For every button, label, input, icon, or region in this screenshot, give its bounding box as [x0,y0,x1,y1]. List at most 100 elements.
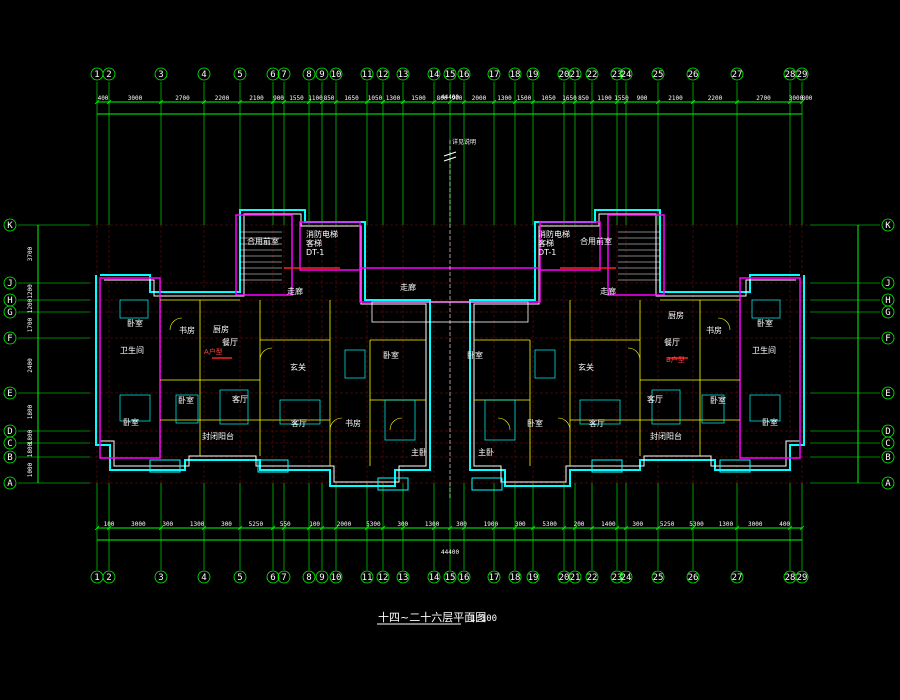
axis-label-top-12: 12 [378,70,389,80]
tick-bottom-12 [400,525,406,531]
axis-bubble-bottom-23 [610,570,624,584]
left-elevator-block [299,221,361,271]
axis-bubble-top-3 [154,67,168,81]
left-door-swing-2 [329,417,343,431]
tick-bottom-0 [94,525,100,531]
tick-top-2 [158,99,164,105]
row-label-left-H: H [7,296,12,306]
axis-label-bottom-5: 5 [237,573,242,583]
axis-label-top-20: 20 [559,70,570,80]
bottom-dim-14: 300 [515,521,526,528]
tick-bottom-18 [530,525,536,531]
row-bubble-right-C [881,436,895,450]
right-furniture-1 [749,394,781,422]
left-door-swing-1 [259,347,273,361]
row-label-right-C: C [885,439,890,449]
tick-bottom-23 [623,525,629,531]
bottom-dim-13: 1900 [484,521,499,528]
row-label-right-J: J [885,279,890,289]
axis-label-top-25: 25 [653,70,664,80]
axis-bubble-top-24 [619,67,633,81]
top-dim-0: 400 [98,95,109,102]
axis-label-top-8: 8 [306,70,311,80]
axis-bubble-bottom-10 [329,570,343,584]
axis-label-top-21: 21 [570,70,581,80]
top-dim-3: 2200 [215,95,230,102]
left-dim-1: 1200 [27,284,34,299]
axis-label-top-19: 19 [528,70,539,80]
left-dim-0: 3700 [27,246,34,261]
axis-bubble-bottom-25 [651,570,665,584]
top-dim-19: 1650 [562,95,577,102]
row-bubble-left-A [3,476,17,490]
left-bedroom-block [99,277,161,459]
row-label-right-G: G [885,308,890,318]
left-furniture-3 [219,389,249,425]
bottom-dim-22: 3000 [748,521,763,528]
axis-bubble-top-25 [651,67,665,81]
tick-bottom-13 [431,525,437,531]
bottom-dim-10: 300 [397,521,408,528]
tick-top-17 [512,99,518,105]
axis-label-bottom-10: 10 [331,573,342,583]
tick-top-6 [281,99,287,105]
balcony-shape-2 [377,477,409,491]
bottom-dim-18: 300 [632,521,643,528]
row-bubble-left-K [3,218,17,232]
row-label-left-B: B [7,453,12,463]
axis-bubble-bottom-3 [154,570,168,584]
bottom-dim-3: 1300 [190,521,205,528]
row-label-left-C: C [7,439,12,449]
axis-bubble-bottom-5 [233,570,247,584]
left-furniture-4 [279,399,321,425]
axis-bubble-top-6 [266,67,280,81]
axis-label-bottom-12: 12 [378,573,389,583]
bottom-dim-16: 200 [574,521,585,528]
axis-label-bottom-8: 8 [306,573,311,583]
tick-top-8 [319,99,325,105]
axis-label-bottom-17: 17 [489,573,500,583]
tick-bottom-20 [572,525,578,531]
balcony-shape-0 [149,459,181,473]
left-furniture-6 [344,349,366,379]
tick-top-24 [655,99,661,105]
axis-bubble-top-5 [233,67,247,81]
axis-label-top-24: 24 [621,70,632,80]
bottom-dim-21: 1300 [719,521,734,528]
axis-bubble-top-10 [329,67,343,81]
axis-label-bottom-14: 14 [429,573,440,583]
tick-top-0 [94,99,100,105]
tick-bottom-2 [158,525,164,531]
axis-bubble-top-15 [443,67,457,81]
top-dim-21: 1100 [597,95,612,102]
top-dim-17: 1500 [517,95,532,102]
tick-bottom-11 [380,525,386,531]
axis-bubble-bottom-19 [526,570,540,584]
bottom-dim-4: 300 [221,521,232,528]
tick-bottom-14 [447,525,453,531]
tick-bottom-26 [734,525,740,531]
tick-top-28 [799,99,805,105]
top-dim-6: 1550 [289,95,304,102]
axis-bubble-top-11 [360,67,374,81]
axis-label-bottom-2: 2 [106,573,111,583]
row-label-left-F: F [7,334,12,344]
axis-bubble-bottom-7 [277,570,291,584]
row-bubble-right-E [881,386,895,400]
axis-label-bottom-16: 16 [459,573,470,583]
axis-bubble-top-4 [197,67,211,81]
tick-top-3 [201,99,207,105]
axis-bubble-bottom-4 [197,570,211,584]
row-bubble-right-G [881,305,895,319]
axis-bubble-bottom-17 [487,570,501,584]
axis-bubble-top-23 [610,67,624,81]
axis-label-bottom-29: 29 [797,573,808,583]
axis-label-top-26: 26 [688,70,699,80]
axis-bubble-bottom-14 [427,570,441,584]
left-door-swing-3 [389,417,403,431]
tick-bottom-19 [561,525,567,531]
right-door-swing-0 [717,317,731,331]
tick-bottom-17 [512,525,518,531]
